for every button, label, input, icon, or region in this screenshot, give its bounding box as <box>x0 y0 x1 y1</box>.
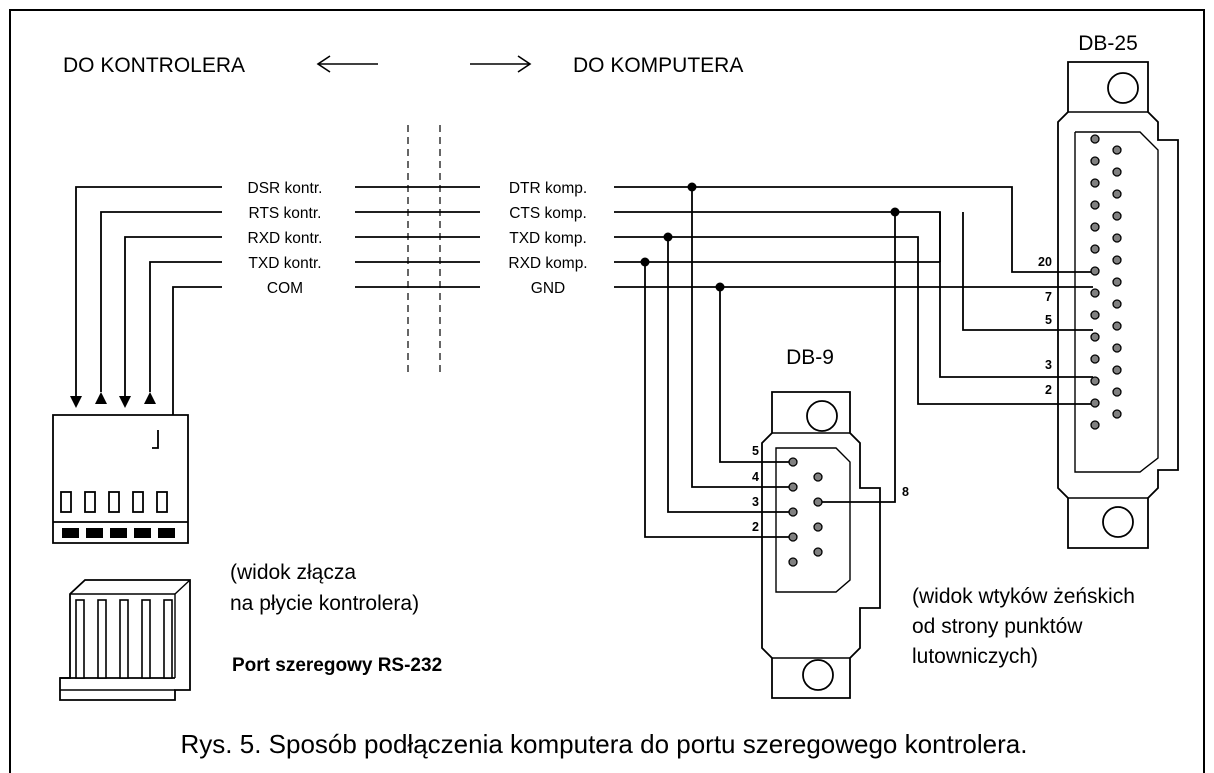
arrow-right-icon <box>470 55 532 73</box>
connector-view-note-line3: lutowniczych) <box>912 645 1038 668</box>
arrow-left-icon <box>316 55 378 73</box>
controller-view-note-line1: (widok złącza <box>230 561 356 584</box>
signal-cts-komp: CTS komp. <box>509 205 587 222</box>
db25-pin-2: 2 <box>1045 383 1052 397</box>
signal-txd-kontr: TXD kontr. <box>248 255 321 272</box>
db9-title: DB-9 <box>786 346 834 369</box>
middle-wires <box>355 186 480 288</box>
signal-rxd-kontr: RXD kontr. <box>248 230 323 247</box>
figure-border <box>9 9 1205 773</box>
signal-dsr-kontr: DSR kontr. <box>248 180 323 197</box>
connector-view-note-line1: (widok wtyków żeńskich <box>912 585 1135 608</box>
db9-connector: DB-9 5 4 3 2 8 <box>752 346 909 699</box>
controller-wires <box>70 186 222 415</box>
db25-connector: DB-25 20 7 5 3 2 <box>1038 32 1179 549</box>
port-title: Port szeregowy RS-232 <box>232 655 442 676</box>
db25-pin-7: 7 <box>1045 290 1052 304</box>
db9-pins <box>788 457 823 567</box>
computer-signal-labels: DTR komp. CTS komp. TXD komp. RXD komp. … <box>508 180 587 297</box>
header-pins <box>75 599 173 679</box>
db9-pin-3: 3 <box>752 495 759 509</box>
db9-pin-8: 8 <box>902 485 909 499</box>
db9-pin-2: 2 <box>752 520 759 534</box>
db9-pin-4: 4 <box>752 470 759 484</box>
header-left-label: DO KONTROLERA <box>63 54 245 77</box>
signal-rxd-komp: RXD komp. <box>508 255 587 272</box>
db25-pin-20: 20 <box>1038 255 1052 269</box>
db25-title: DB-25 <box>1078 32 1138 55</box>
terminal-bottom-tabs <box>62 528 175 538</box>
db25-pins <box>1090 134 1122 430</box>
controller-terminal-block <box>52 414 189 544</box>
connector-view-note-line2: od strony punktów <box>912 615 1083 638</box>
signal-dtr-komp: DTR komp. <box>509 180 587 197</box>
header-right-label: DO KOMPUTERA <box>573 54 743 77</box>
signal-gnd: GND <box>531 280 565 297</box>
signal-rts-kontr: RTS kontr. <box>249 205 322 222</box>
controller-pin-header <box>59 579 191 701</box>
db9-pin-5: 5 <box>752 444 759 458</box>
db25-pin-3: 3 <box>1045 358 1052 372</box>
controller-view-note-line2: na płycie kontrolera) <box>230 592 419 615</box>
controller-signal-labels: DSR kontr. RTS kontr. RXD kontr. TXD kon… <box>248 180 323 297</box>
computer-wires <box>614 182 1093 538</box>
signal-txd-komp: TXD komp. <box>509 230 587 247</box>
db25-pin-5: 5 <box>1045 313 1052 327</box>
signal-com: COM <box>267 280 303 297</box>
terminal-screw-slots <box>60 491 168 513</box>
figure-caption: Rys. 5. Sposób podłączenia komputera do … <box>181 729 1028 759</box>
